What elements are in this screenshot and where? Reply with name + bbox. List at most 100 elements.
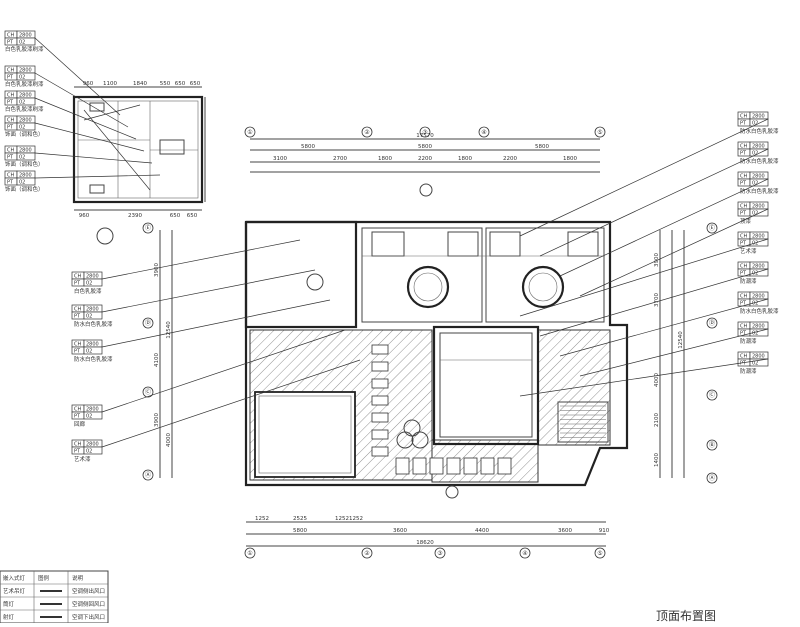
leader-line <box>34 72 129 128</box>
dim-top-mid: 5800 <box>535 144 549 150</box>
tag-value-pt: 02 <box>86 449 92 455</box>
tag-code-ch: CH <box>74 342 81 348</box>
dim-bottom-sub: 1252 <box>349 516 363 522</box>
axis-left-1: Ⓔ <box>142 222 154 234</box>
svg-text:Ⓓ: Ⓓ <box>145 319 151 327</box>
tag-code-pt: PT <box>7 75 14 81</box>
tag-code-pt: PT <box>740 271 747 277</box>
inset-dim: 650 <box>175 81 186 87</box>
tag-value-pt: 02 <box>19 40 25 46</box>
svg-text:⑤: ⑤ <box>597 129 602 136</box>
side-dim-left: 4000 <box>166 433 172 447</box>
tag-code-pt: PT <box>740 301 747 307</box>
inset-tag-label: 饰面（调和色） <box>5 160 44 168</box>
tag-code-pt: PT <box>74 414 81 420</box>
tag-code-ch: CH <box>740 324 747 330</box>
legend-left-item: 射灯 <box>3 613 15 621</box>
inset-dim: 1840 <box>133 81 147 87</box>
dim-top-sub: 2200 <box>418 156 432 162</box>
main-plan <box>96 183 629 499</box>
svg-text:Ⓔ: Ⓔ <box>145 224 151 232</box>
leader-line <box>101 299 331 348</box>
tag-value-height: 2800 <box>752 294 765 300</box>
leader-line <box>101 269 316 313</box>
tag-code-pt: PT <box>740 121 747 127</box>
inset-dim: 960 <box>79 213 90 219</box>
axis-right-3: Ⓒ <box>706 389 718 401</box>
side-dim-right: 1400 <box>654 453 660 467</box>
inset-dim: 650 <box>187 213 198 219</box>
tag-value-pt: 02 <box>19 100 25 106</box>
axis-top-4: ④ <box>478 126 490 138</box>
leader-line <box>579 328 769 377</box>
tag-label: 防潮漆 <box>740 367 757 375</box>
axis-left-4: Ⓐ <box>142 469 154 481</box>
side-dim-left: 3900 <box>154 263 160 277</box>
leader-line <box>539 268 769 337</box>
tag-code-ch: CH <box>7 33 14 39</box>
dim-top-sub: 1800 <box>563 156 577 162</box>
tag-code-ch: CH <box>74 307 81 313</box>
axis-top-5: ⑤ <box>594 126 606 138</box>
axis-top-2: ② <box>361 126 373 138</box>
inset-tag-label: 白色乳胶漆刷漆 <box>5 105 44 113</box>
leader-line <box>101 359 361 448</box>
tag-code-pt: PT <box>74 349 81 355</box>
inset-dim: 550 <box>160 81 171 87</box>
tag-value-height: 2800 <box>19 118 32 124</box>
dim-bottom-mid: 5800 <box>293 528 307 534</box>
leader-line <box>34 97 137 140</box>
tag-code-ch: CH <box>740 174 747 180</box>
leader-line <box>579 208 769 297</box>
tag-code-pt: PT <box>74 314 81 320</box>
axis-bottom-4: ④ <box>519 547 531 559</box>
svg-text:②: ② <box>364 129 370 136</box>
axis-right-1: Ⓔ <box>706 222 718 234</box>
tag-code-ch: CH <box>740 294 747 300</box>
tag-code-pt: PT <box>7 180 14 186</box>
tag-code-ch: CH <box>7 148 14 154</box>
svg-text:Ⓐ: Ⓐ <box>145 471 151 479</box>
tag-code-pt: PT <box>7 100 14 106</box>
inset-dim: 960 <box>83 81 94 87</box>
dim-total-bottom: 18620 <box>416 540 434 546</box>
axis-top-1: ① <box>244 126 256 138</box>
side-dim-left: 4100 <box>154 353 160 367</box>
svg-text:Ⓔ: Ⓔ <box>709 224 715 232</box>
side-dim-right: 4000 <box>654 373 660 387</box>
tag-value-pt: 02 <box>752 271 758 277</box>
tag-code-ch: CH <box>7 118 14 124</box>
dim-bottom-sub: 2525 <box>293 516 307 522</box>
tag-label: 白色乳胶漆 <box>74 287 102 295</box>
svg-text:Ⓒ: Ⓒ <box>709 391 715 399</box>
svg-text:⑤: ⑤ <box>597 550 602 557</box>
tag-code-ch: CH <box>740 354 747 360</box>
tag-value-pt: 02 <box>752 211 758 217</box>
dim-top-mid: 5800 <box>418 144 432 150</box>
axis-bottom-5: ⑤ <box>594 547 606 559</box>
tag-label: 顶漆 <box>740 217 752 225</box>
tag-value-height: 2800 <box>86 307 99 313</box>
axis-top-3: ③ <box>419 126 431 138</box>
leader-line <box>101 239 301 280</box>
tag-code-pt: PT <box>7 125 14 131</box>
svg-text:①: ① <box>247 550 252 557</box>
